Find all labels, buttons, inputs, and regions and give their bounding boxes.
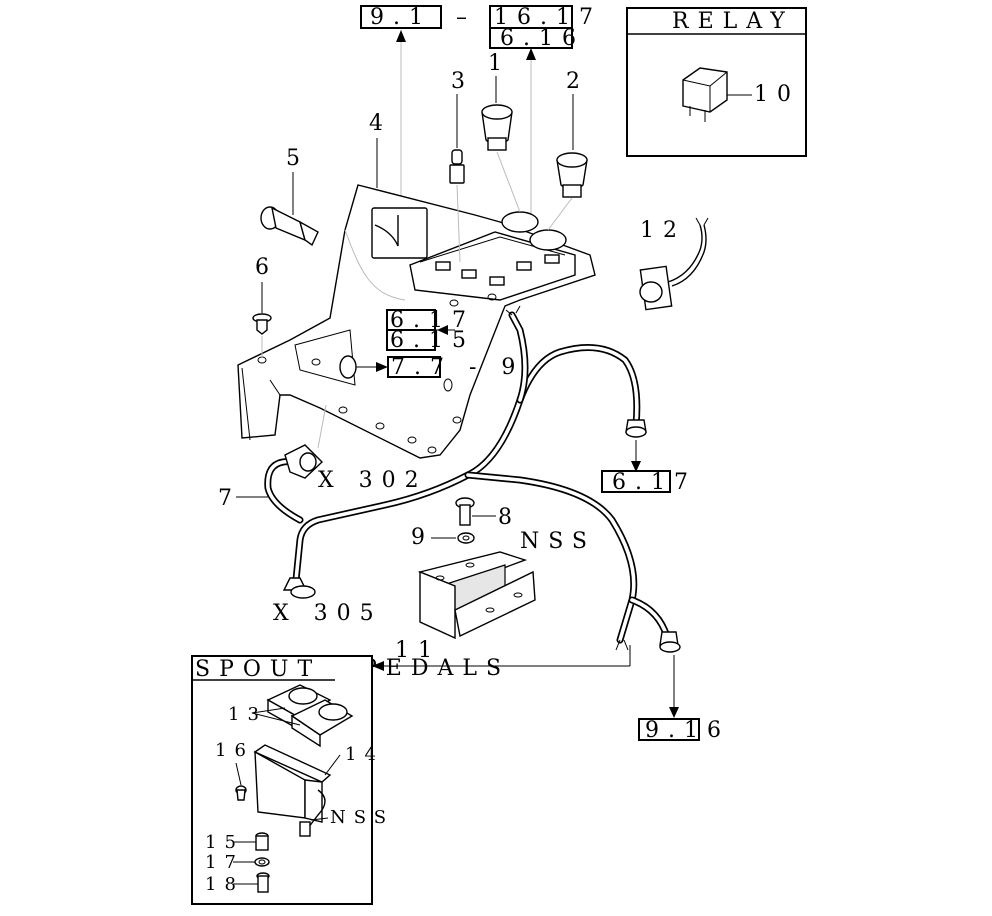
- leader-1-down: [496, 151, 521, 213]
- leader-3-down: [456, 184, 461, 263]
- part-number-11: 11: [395, 638, 441, 663]
- connector-x305-label: X 305: [273, 601, 383, 626]
- svg-text:6.16: 6.16: [500, 26, 585, 51]
- arrow-icon: [437, 325, 448, 335]
- svg-text:16.17: 16.17: [494, 5, 602, 30]
- ref-dash: –: [456, 5, 476, 30]
- relay-title: RELAY: [672, 9, 794, 34]
- part-number-1: 1: [488, 51, 511, 76]
- spout-switch-13: [266, 684, 354, 748]
- connector-x302-label: X 302: [318, 468, 428, 493]
- svg-text:9.16: 9.16: [645, 718, 730, 743]
- relay-icon: [682, 67, 728, 122]
- connector-x302: [284, 444, 324, 479]
- part-number-14: 14: [345, 744, 384, 765]
- arrow-icon: [372, 661, 384, 671]
- arrow-icon: [669, 707, 679, 718]
- screw-8: [455, 497, 475, 526]
- svg-text:6.17: 6.17: [612, 470, 697, 495]
- part-number-10: 10: [754, 82, 800, 107]
- spout-washer-17: [254, 857, 270, 867]
- svg-text:6.17: 6.17: [390, 308, 475, 333]
- part-number-5: 5: [286, 146, 309, 171]
- part-number-2: 2: [566, 69, 589, 94]
- ref-6-15: 6.15: [386, 328, 475, 353]
- wiring-harness-7: [264, 305, 681, 653]
- part-number-3: 3: [451, 69, 474, 94]
- spout-pin-16: [235, 785, 247, 801]
- part-number-12: 12: [640, 218, 686, 243]
- socket-1: [481, 104, 513, 151]
- nss-label-main: NSS: [520, 529, 596, 554]
- rivet-6: [252, 313, 272, 335]
- spout-title: SPOUT: [195, 657, 321, 682]
- spout-inset: SPOUT 13 14 16 NSS: [191, 655, 394, 905]
- ref-16-17: 16.17: [489, 5, 602, 30]
- svg-text:7.7 - 9: 7.7 - 9: [391, 355, 524, 380]
- switch-5: [260, 206, 319, 247]
- bracket-11: [417, 551, 536, 640]
- part-number-18: 18: [205, 874, 244, 895]
- nss-label-spout: NSS: [330, 807, 394, 828]
- ref-7-7-9: 7.7 - 9: [387, 355, 524, 380]
- part-number-13: 13: [228, 704, 267, 725]
- part-number-9: 9: [411, 525, 434, 550]
- ref-6-16: 6.16: [489, 26, 585, 51]
- spout-screw-15: [255, 832, 269, 851]
- leader-x302: [317, 404, 327, 449]
- ref-6-17-a: 6.17: [386, 308, 475, 333]
- arrow-icon: [526, 48, 536, 60]
- part-number-6: 6: [255, 255, 278, 280]
- spout-bracket-14: [253, 744, 332, 837]
- part-number-4: 4: [369, 111, 392, 136]
- bulb-3: [449, 149, 465, 184]
- relay-inset: RELAY 10: [626, 7, 807, 157]
- part-number-17: 17: [205, 852, 244, 873]
- ref-9-16: 9.16: [638, 718, 730, 743]
- svg-text:6.15: 6.15: [390, 328, 475, 353]
- part-number-7: 7: [218, 486, 241, 511]
- part-number-16: 16: [215, 740, 254, 761]
- svg-text:9.1: 9.1: [370, 5, 432, 30]
- arrow-icon: [396, 30, 406, 42]
- part-number-15: 15: [205, 832, 244, 853]
- washer-9: [457, 532, 475, 544]
- spout-bolt-18: [256, 872, 270, 893]
- ref-6-17-b: 6.17: [601, 470, 697, 495]
- socket-12: [639, 217, 709, 311]
- arrow-icon: [376, 362, 388, 372]
- part-number-8: 8: [498, 505, 521, 530]
- ref-pedals: PEDALS: [362, 656, 510, 681]
- ref-9-1: 9.1: [360, 5, 442, 30]
- arrow-icon: [631, 461, 641, 472]
- leader-2-down: [547, 197, 573, 231]
- socket-2: [556, 152, 588, 198]
